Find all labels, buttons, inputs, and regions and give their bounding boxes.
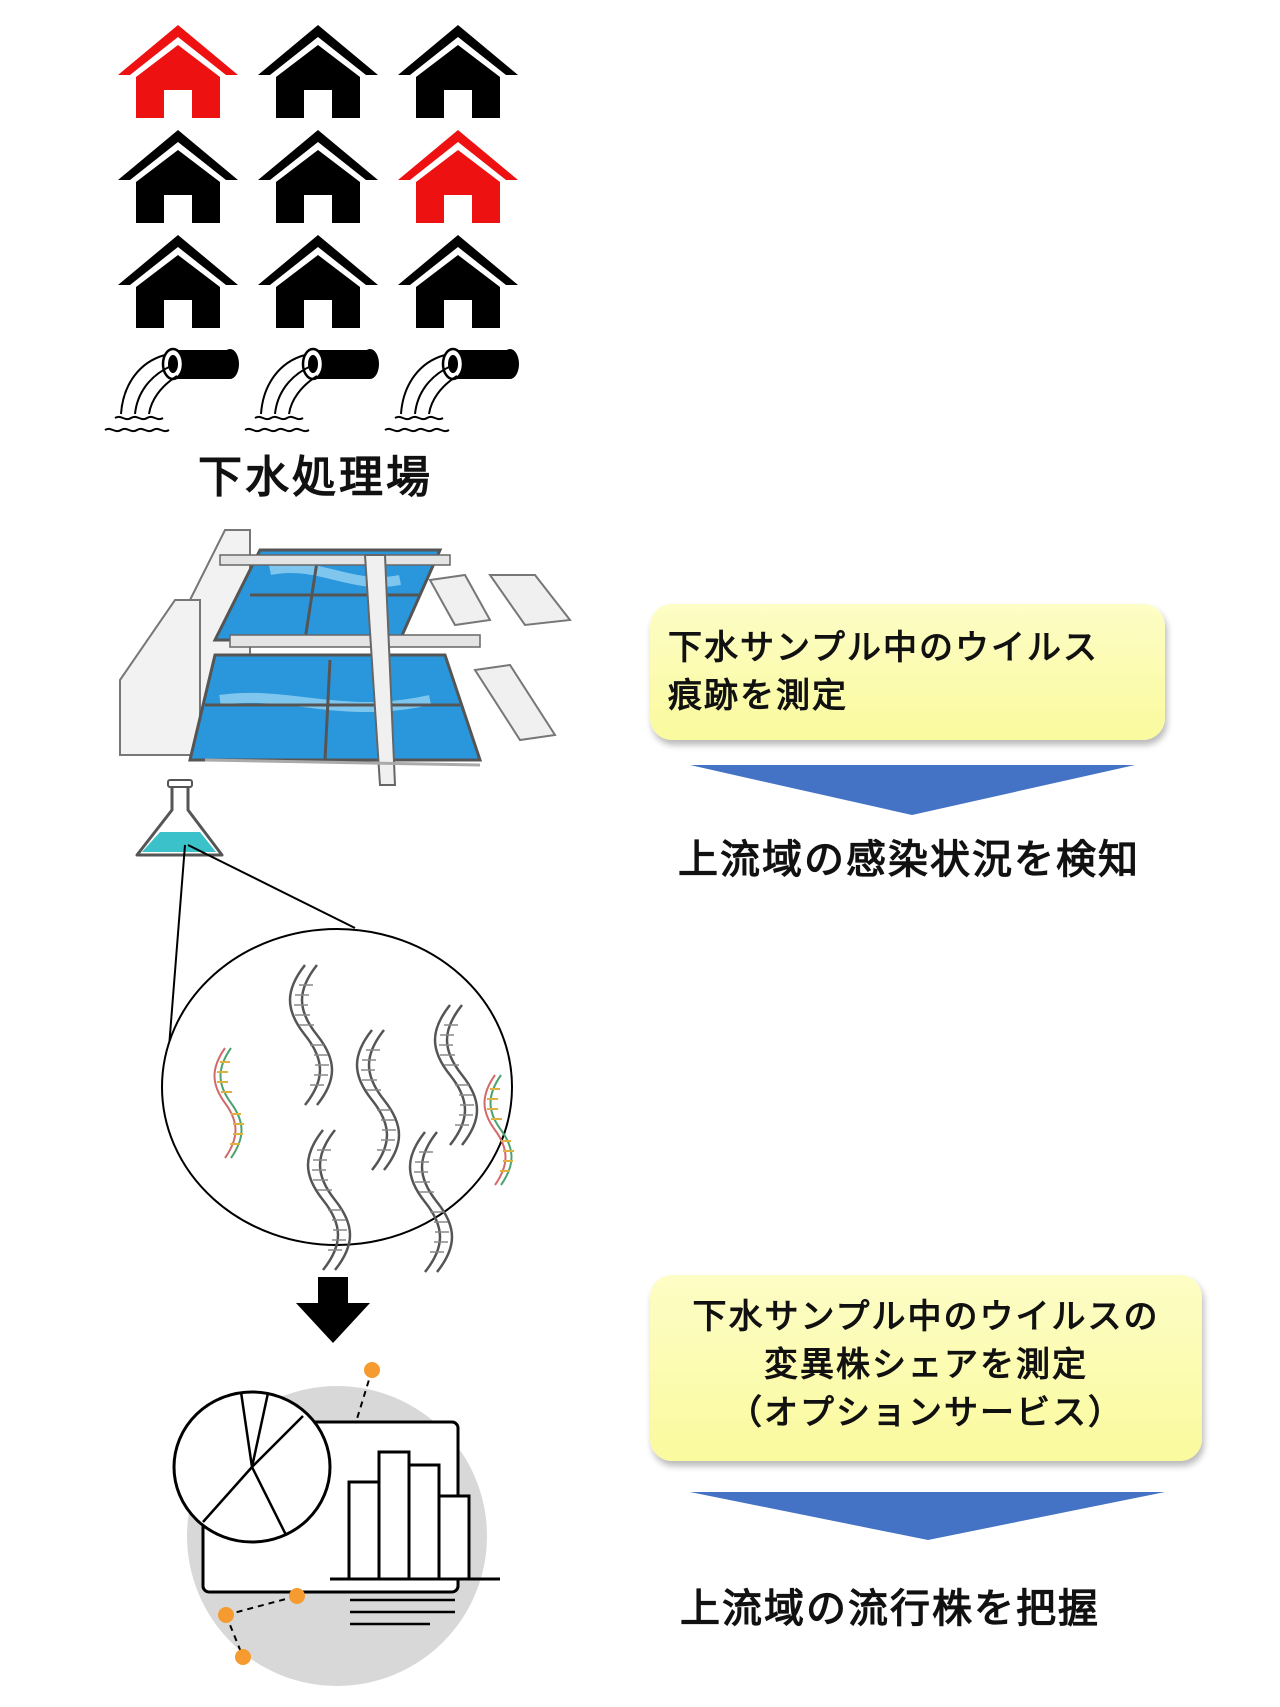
callout-1-line-2: 痕跡を測定 bbox=[668, 676, 848, 716]
result-1-text: 上流域の感染状況を検知 bbox=[678, 837, 1140, 883]
drain-pipe-icon bbox=[103, 347, 241, 433]
result-arrow-2 bbox=[690, 1492, 1165, 1540]
house-icon bbox=[398, 235, 518, 328]
callout-1-line-1: 下水サンプル中のウイルス bbox=[668, 628, 1099, 668]
house-icon bbox=[118, 130, 238, 223]
drain-pipe-icon bbox=[383, 347, 521, 433]
zoom-line-left bbox=[167, 844, 186, 1061]
house-icon bbox=[118, 235, 238, 328]
callout-2-line-2: 変異株シェアを測定 bbox=[764, 1345, 1088, 1385]
down-arrow-icon bbox=[296, 1277, 370, 1343]
zoom-line-right bbox=[187, 844, 356, 929]
callout-box-2: 下水サンプル中のウイルスの 変異株シェアを測定 （オプションサービス） bbox=[650, 1275, 1202, 1461]
house-icon bbox=[258, 235, 378, 328]
house-icon bbox=[258, 130, 378, 223]
flask-icon bbox=[135, 779, 224, 857]
plant-label: 下水処理場 bbox=[198, 452, 433, 503]
house-icon-highlighted bbox=[118, 25, 238, 118]
callout-2-line-1: 下水サンプル中のウイルスの bbox=[692, 1297, 1160, 1337]
house-grid bbox=[118, 25, 518, 328]
house-icon-highlighted bbox=[398, 130, 518, 223]
result-2-text: 上流域の流行株を把握 bbox=[680, 1586, 1100, 1632]
house-icon bbox=[398, 25, 518, 118]
house-icon bbox=[258, 25, 378, 118]
analytics-chart-icon bbox=[172, 1362, 500, 1686]
drain-pipe-icon bbox=[243, 347, 381, 433]
result-arrow-1 bbox=[690, 765, 1135, 815]
callout-2-line-3: （オプションサービス） bbox=[728, 1393, 1124, 1433]
callout-box-1: 下水サンプル中のウイルス 痕跡を測定 bbox=[650, 604, 1165, 740]
treatment-plant-icon bbox=[119, 529, 572, 786]
sample-magnified-view bbox=[161, 928, 515, 1274]
